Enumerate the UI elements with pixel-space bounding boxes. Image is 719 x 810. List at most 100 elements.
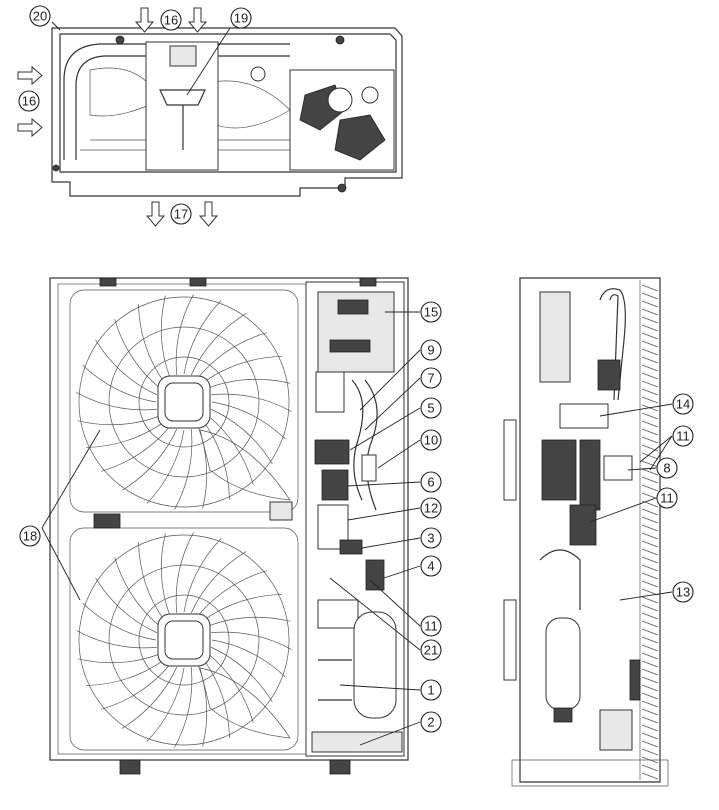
coil-fin	[641, 588, 659, 596]
coil-fin	[641, 724, 659, 732]
leader-11b-1	[639, 435, 673, 463]
side-valve-bank	[541, 439, 577, 501]
drain-pan-2	[311, 731, 403, 753]
coil-fin	[641, 428, 659, 436]
coil-fin	[641, 580, 659, 588]
fan-spoke	[101, 426, 171, 472]
callout-13: 13	[672, 581, 694, 603]
fan-spoke	[82, 602, 157, 641]
fan-spoke	[114, 557, 160, 627]
fan-hub-lower-inner	[164, 620, 204, 660]
coil-fin	[641, 356, 659, 364]
coil-fin	[641, 540, 659, 548]
front-mount	[269, 501, 293, 521]
coil-fin	[641, 516, 659, 524]
callout-7: 7	[420, 367, 442, 389]
coil-fin	[641, 388, 659, 396]
callout-16-top: 16	[160, 9, 182, 31]
coil-fin	[641, 412, 659, 420]
service-valve-3	[339, 539, 363, 555]
fan-spoke	[197, 332, 267, 378]
coil-fin	[641, 524, 659, 532]
fan-hub-upper-inner	[164, 382, 204, 422]
fan-spoke	[95, 339, 158, 396]
side-handle-lower	[503, 599, 517, 681]
callout-9: 9	[420, 339, 442, 361]
fan-spoke	[138, 542, 165, 621]
callout-3-label: 3	[427, 531, 434, 546]
callout-7-label: 7	[427, 371, 434, 386]
callout-11-side-top: 11	[672, 425, 694, 447]
fan-spoke	[197, 570, 267, 616]
coil-fin	[641, 644, 659, 652]
leader-11b-2	[649, 435, 673, 471]
fan-spoke	[146, 429, 185, 504]
coil-fin	[641, 660, 659, 668]
callout-11-front-label: 11	[424, 619, 438, 634]
side-handle	[503, 419, 517, 501]
coil-fin	[641, 420, 659, 428]
coil-fin	[641, 316, 659, 324]
airflow-arrow-right-2	[17, 117, 43, 138]
leader-11a	[369, 579, 421, 627]
coil-fin	[641, 604, 659, 612]
valve-assembly-6	[321, 469, 349, 501]
side-pipe-loop-inner	[609, 294, 619, 401]
side-expansion-11	[569, 504, 597, 546]
fan-ring-upper-mid	[108, 326, 260, 478]
callout-16-top-label: 16	[164, 13, 178, 28]
fan-spoke	[210, 646, 273, 703]
leader-19	[186, 27, 231, 96]
callout-11-front: 11	[420, 615, 442, 637]
fan-spoke	[77, 415, 160, 426]
leader-2	[359, 721, 421, 746]
leader-4	[383, 565, 421, 579]
fan-spoke	[174, 429, 193, 510]
callout-11-side-mid: 11	[656, 487, 678, 509]
coil-fin	[641, 548, 659, 556]
callout-16-left-label: 16	[22, 94, 36, 109]
coil-fin	[641, 740, 659, 748]
callout-2: 2	[420, 711, 442, 733]
leader-9	[359, 349, 421, 411]
coil-fin	[641, 460, 659, 468]
fan-spoke	[146, 667, 185, 742]
top-lug-3	[359, 277, 377, 287]
callout-3: 3	[420, 527, 442, 549]
callout-19: 19	[230, 7, 252, 29]
coil-fin	[641, 572, 659, 580]
coil-fin	[641, 308, 659, 316]
coil-fin	[641, 708, 659, 716]
component-ring	[327, 87, 353, 113]
coil-fin	[641, 396, 659, 404]
foot-right	[329, 759, 351, 775]
fan-ring-lower-mid	[108, 564, 260, 716]
fan-spoke	[190, 551, 247, 614]
fan-ring-upper-inner	[138, 356, 230, 448]
leader-10	[377, 439, 421, 469]
accumulator-top	[317, 599, 359, 629]
leader-13	[619, 591, 673, 601]
leader-20	[51, 21, 61, 31]
top-bolt-3	[337, 183, 347, 193]
top-view-inner-frame	[59, 33, 397, 173]
coil-fin	[641, 556, 659, 564]
fan-spoke	[211, 393, 292, 412]
coil-fin	[641, 324, 659, 332]
board-chip-2	[329, 339, 371, 353]
coil-fin	[641, 468, 659, 476]
coil-fin	[641, 444, 659, 452]
coil-fin	[641, 636, 659, 644]
side-view	[503, 277, 669, 787]
fan-spoke	[203, 356, 282, 383]
valve-assembly-5	[314, 439, 350, 465]
callout-21: 21	[420, 639, 442, 661]
coil-fin	[641, 628, 659, 636]
leader-8	[627, 467, 657, 471]
terminal-block	[315, 371, 345, 413]
fan-spoke	[175, 532, 194, 613]
coil-fin	[641, 564, 659, 572]
airflow-arrow-out-1	[145, 201, 166, 227]
